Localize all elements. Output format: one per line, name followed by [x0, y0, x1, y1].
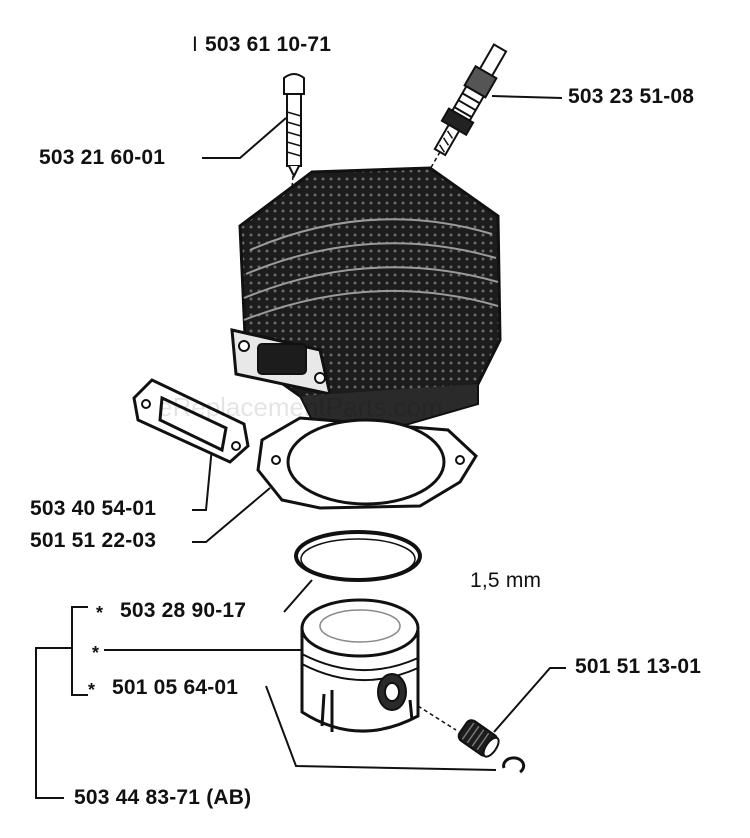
bracket-piston-group [35, 606, 88, 799]
cylinder-base-gasket [256, 416, 478, 510]
leader-spark-plug [491, 95, 563, 99]
label-screw-kit: 503 61 10-71 [205, 33, 332, 56]
asterisk-ring: * [96, 603, 104, 623]
label-cylinder-kit: 503 44 83-71 (AB) [74, 786, 252, 809]
label-cylinder-gasket: 501 51 22-03 [30, 529, 157, 552]
label-circlip: 501 51 13-01 [575, 655, 702, 678]
leader-exhaust-gasket [192, 446, 213, 511]
label-piston: 501 05 64-01 [112, 676, 239, 699]
watermark: eReplacementParts.com [158, 392, 443, 422]
label-spark-plug: 503 23 51-08 [568, 85, 695, 108]
cylinder [230, 166, 502, 432]
circlip [502, 756, 526, 774]
piston [300, 598, 420, 733]
leader-screw [202, 117, 287, 159]
spark-plug [424, 43, 508, 179]
label-ring-size: 1,5 mm [470, 569, 542, 592]
leader-ring [283, 579, 313, 613]
piston-ring [294, 530, 422, 582]
leader-lines [35, 95, 566, 799]
leader-circlip [493, 667, 566, 733]
cylinder-screw [283, 73, 305, 201]
pin-axis [417, 705, 457, 731]
tick-mark: I [192, 33, 199, 56]
exhaust-gasket [132, 378, 250, 464]
asterisk-piston-group: * [92, 643, 100, 663]
piston-pin [457, 719, 500, 758]
label-screw: 503 21 60-01 [39, 146, 166, 169]
label-exhaust-gasket: 503 40 54-01 [30, 497, 157, 520]
asterisk-piston: * [88, 680, 96, 700]
label-ring: 503 28 90-17 [120, 599, 247, 622]
leader-pin [265, 685, 497, 771]
leader-cylinder-gasket [192, 487, 271, 543]
